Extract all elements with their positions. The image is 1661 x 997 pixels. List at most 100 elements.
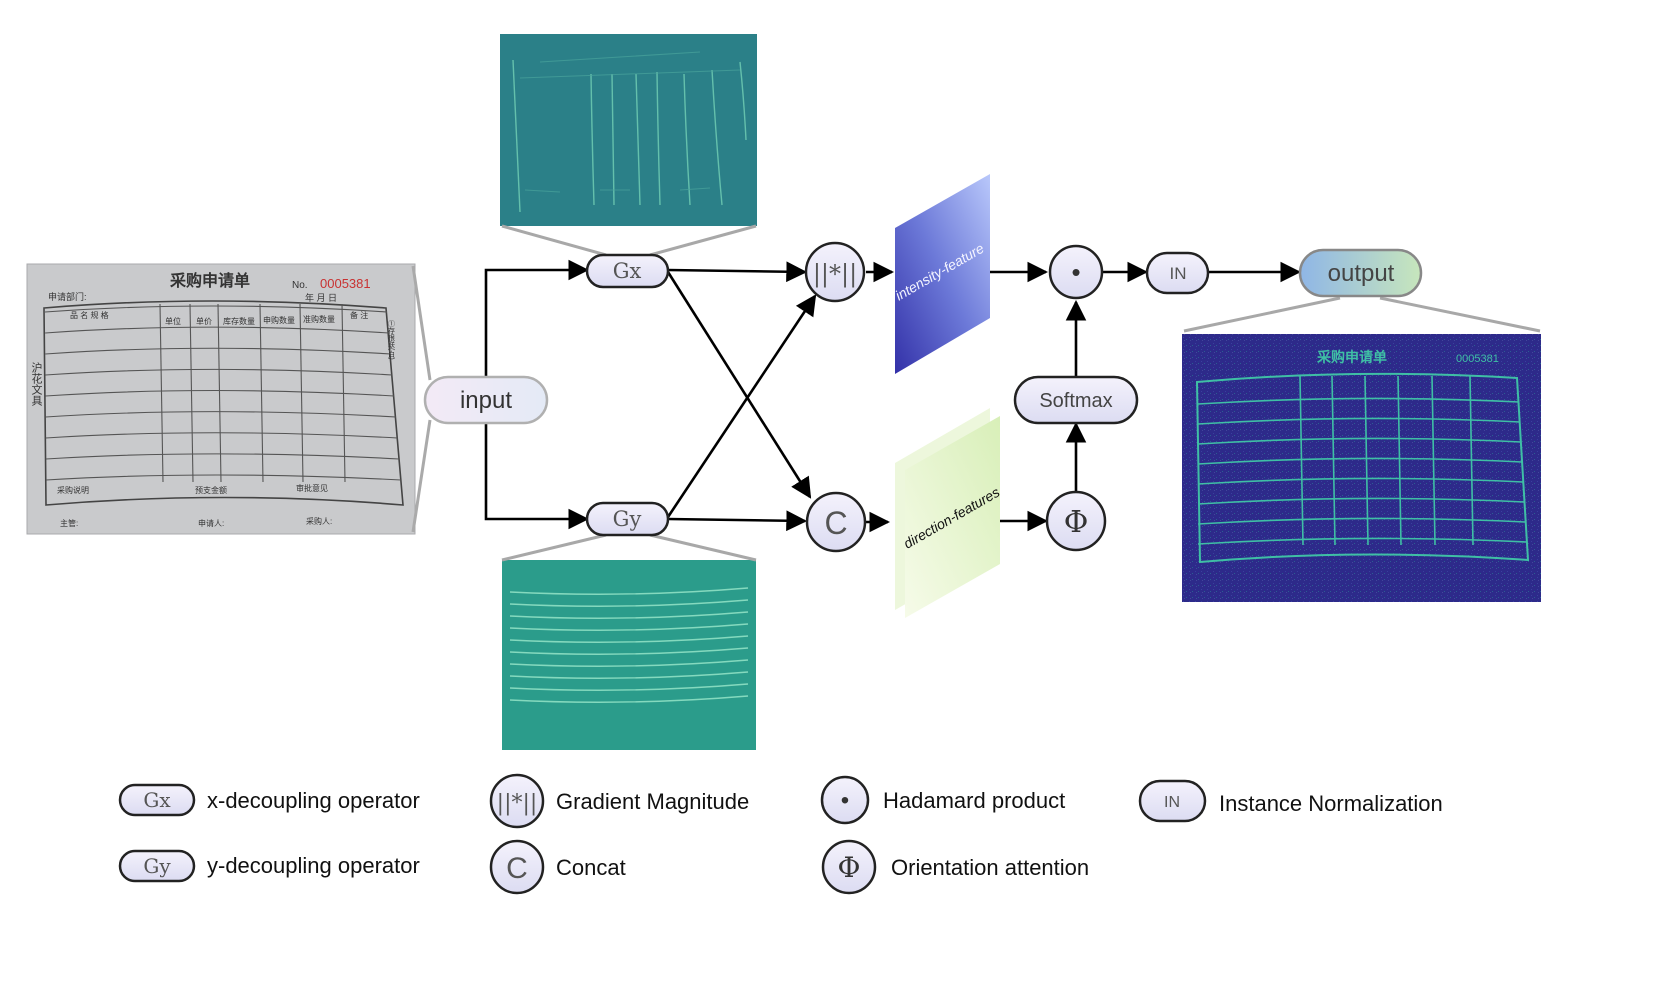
doc-col-header: 单价	[196, 316, 212, 326]
texture-line	[45, 453, 400, 460]
input-document-image: 采购申请单 No. 0005381 申请部门: 年 月 日 品 名 规 格 单位…	[26, 263, 416, 535]
texture-line	[509, 647, 749, 655]
legend-item-orientation: Φ Orientation attention	[821, 839, 1089, 895]
output-label: output	[1328, 260, 1395, 287]
texture-line	[45, 389, 395, 397]
doc-dept-label: 申请部门:	[48, 291, 87, 302]
doc-side-text: 沪花文具	[30, 361, 43, 406]
texture-line	[45, 411, 396, 418]
texture-line	[44, 305, 388, 313]
texture-line	[159, 303, 164, 483]
texture-line	[1331, 375, 1336, 546]
input-zoom-lines	[411, 265, 432, 533]
gradient-magnitude-node: ||*||	[804, 241, 866, 303]
doc-footer-left: 采购说明	[57, 485, 89, 495]
doc-col-header: 准购数量	[303, 314, 335, 324]
softmax-label: Softmax	[1039, 390, 1112, 412]
gy-feature-map	[502, 560, 756, 750]
legend-orientation-text: Orientation attention	[891, 855, 1089, 880]
gradient-magnitude-symbol: ||*||	[813, 260, 857, 289]
legend-gy-symbol: Gy	[143, 854, 171, 878]
doc-number-prefix: No.	[292, 280, 308, 291]
legend-orientation-symbol: Φ	[838, 851, 861, 884]
gx-zoom-lines	[501, 224, 757, 257]
texture-line	[1469, 375, 1474, 546]
edge-gy-concat	[667, 510, 808, 532]
hadamard-node: •	[1048, 244, 1104, 300]
intensity-feature-block: intensity-feature	[892, 174, 990, 374]
doc-col-header: 申购数量	[263, 315, 295, 325]
gx-operator-node: Gx	[585, 253, 670, 289]
instance-norm-node: IN	[1145, 251, 1210, 295]
doc-right-side-text: ①存根联(白)	[388, 320, 396, 360]
output-zoom-lines	[1183, 296, 1541, 333]
legend-gx-text: x-decoupling operator	[207, 788, 420, 813]
legend-item-gx: Gx x-decoupling operator	[118, 783, 420, 817]
legend-in-symbol: IN	[1164, 794, 1180, 811]
texture-line	[509, 623, 749, 631]
edge-gy-norm	[666, 294, 817, 518]
texture-line	[509, 659, 749, 667]
input-node: input	[423, 375, 549, 425]
doc-column-headers: 品 名 规 格 单位 单价 库存数量 申购数量 准购数量 备 注	[70, 310, 368, 326]
softmax-node: Softmax	[1013, 375, 1139, 425]
texture-line	[299, 303, 304, 483]
texture-line	[509, 671, 749, 679]
legend-gradient-text: Gradient Magnitude	[556, 789, 749, 814]
edge-input-gx	[484, 259, 590, 377]
legend-gx-symbol: Gx	[143, 788, 171, 812]
legend-item-gradient-magnitude: ||*|| Gradient Magnitude	[489, 773, 749, 829]
doc-sign-supervisor: 主管:	[60, 518, 78, 528]
legend-hadamard-symbol: •	[841, 787, 849, 814]
doc-sign-buyer: 采购人:	[306, 516, 332, 526]
output-doc-number: 0005381	[1456, 353, 1499, 365]
doc-number: 0005381	[320, 276, 371, 291]
texture-line	[1299, 375, 1304, 546]
edge-input-gy	[484, 423, 590, 530]
concat-symbol: C	[824, 505, 847, 541]
gy-label: Gy	[613, 507, 642, 531]
gy-operator-node: Gy	[585, 501, 670, 537]
texture-line	[509, 695, 749, 703]
doc-date-label: 年 月 日	[305, 292, 337, 303]
edge-gx-concat	[666, 271, 812, 499]
doc-sign-applicant: 申请人:	[198, 518, 224, 528]
legend-concat-symbol: C	[506, 852, 528, 885]
output-node: output	[1298, 248, 1423, 298]
doc-footer-mid: 预支金额	[195, 485, 227, 495]
edge-gx-norm	[667, 261, 808, 283]
legend-gy-text: y-decoupling operator	[207, 853, 420, 878]
doc-footer-right: 审批意见	[296, 483, 328, 493]
texture-line	[1197, 537, 1527, 545]
doc-col-header: 单位	[165, 316, 181, 326]
texture-line	[1197, 397, 1520, 405]
texture-line	[1197, 497, 1525, 505]
texture-line	[1364, 375, 1369, 546]
output-doc-title: 采购申请单	[1316, 349, 1387, 365]
texture-line	[259, 303, 264, 483]
legend-in-text: Instance Normalization	[1219, 791, 1443, 816]
texture-line	[1197, 517, 1526, 525]
texture-line	[509, 635, 749, 643]
texture-line	[341, 303, 346, 483]
legend-concat-text: Concat	[556, 855, 626, 880]
texture-line	[1197, 477, 1524, 485]
legend-gradient-symbol: ||*||	[497, 791, 538, 816]
texture-line	[217, 303, 222, 483]
texture-line	[1197, 417, 1521, 425]
hadamard-symbol: •	[1071, 257, 1080, 287]
connections	[484, 259, 1302, 533]
texture-line	[509, 587, 749, 595]
legend-item-instance-norm: IN Instance Normalization	[1138, 779, 1443, 823]
gx-label: Gx	[613, 259, 642, 283]
orientation-symbol: Φ	[1064, 505, 1089, 540]
texture-line	[45, 432, 398, 439]
concat-node: C	[805, 491, 867, 553]
output-feature-map: 采购申请单 0005381	[1182, 334, 1541, 602]
doc-col-header: 品 名 规 格	[70, 310, 109, 320]
texture-line	[45, 474, 402, 481]
texture-line	[1397, 375, 1402, 546]
legend: Gx x-decoupling operator Gy y-decoupling…	[118, 773, 1443, 895]
input-label: input	[460, 387, 512, 414]
texture-line	[1431, 375, 1436, 546]
